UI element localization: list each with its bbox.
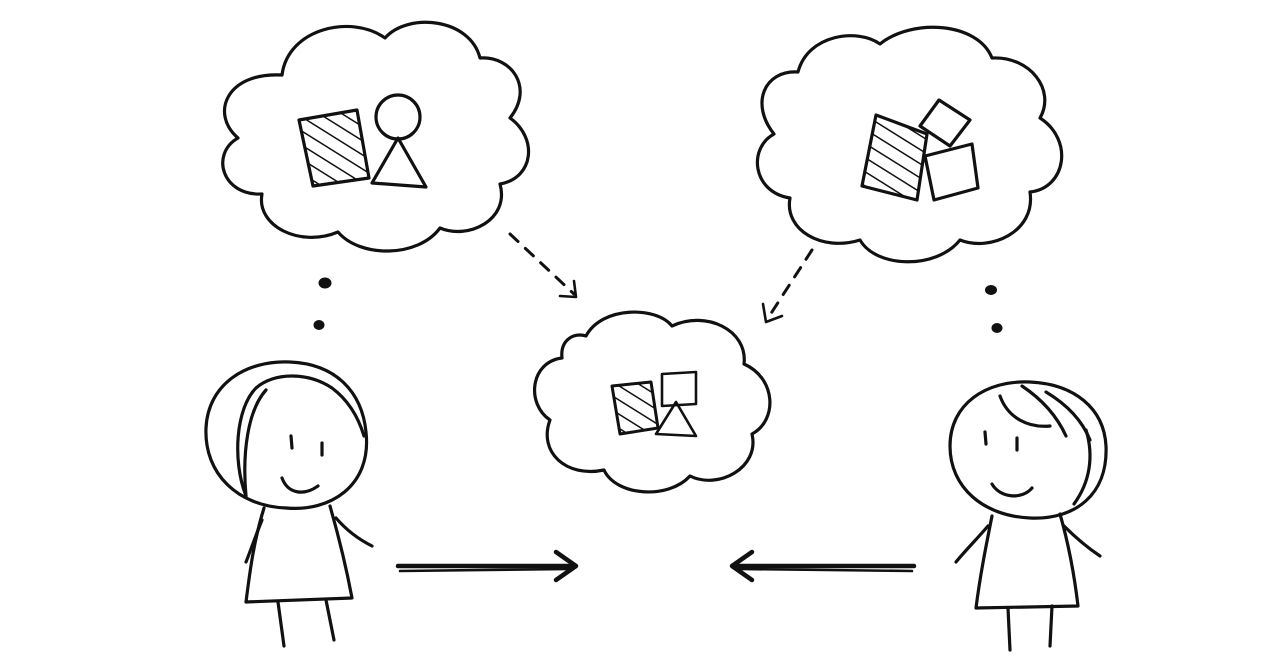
right-person — [948, 380, 1108, 652]
left-cloud-shapes — [297, 93, 428, 189]
square-icon — [918, 98, 972, 148]
hatched-square-icon — [610, 380, 660, 436]
hatched-square-icon — [860, 113, 929, 202]
right-thought-dot-lower — [991, 323, 1003, 333]
solid-arrow-right-to-center — [729, 549, 917, 583]
triangle-icon — [370, 136, 428, 189]
right-thought-dot-upper — [985, 285, 997, 295]
dashed-arrow-right-to-center — [761, 248, 814, 324]
left-person — [204, 360, 374, 648]
solid-arrow-left-to-center — [395, 549, 579, 583]
shared-thought-cloud — [533, 310, 772, 494]
circle-icon — [374, 93, 422, 141]
left-thought-dot-lower — [313, 320, 325, 330]
triangle-icon — [654, 400, 698, 438]
left-person-head — [204, 360, 369, 510]
right-person-head — [948, 380, 1108, 520]
right-person-body — [974, 512, 1080, 610]
right-cloud-shapes — [860, 98, 980, 202]
left-thought-dot-upper — [318, 277, 332, 289]
hatched-square-icon — [297, 108, 371, 188]
dashed-arrow-left-to-center — [508, 232, 578, 299]
right-thought-cloud — [755, 25, 1064, 264]
square-icon — [660, 370, 698, 408]
shared-cloud-shapes — [610, 370, 698, 438]
left-thought-cloud — [221, 20, 531, 253]
square-icon — [923, 142, 980, 202]
